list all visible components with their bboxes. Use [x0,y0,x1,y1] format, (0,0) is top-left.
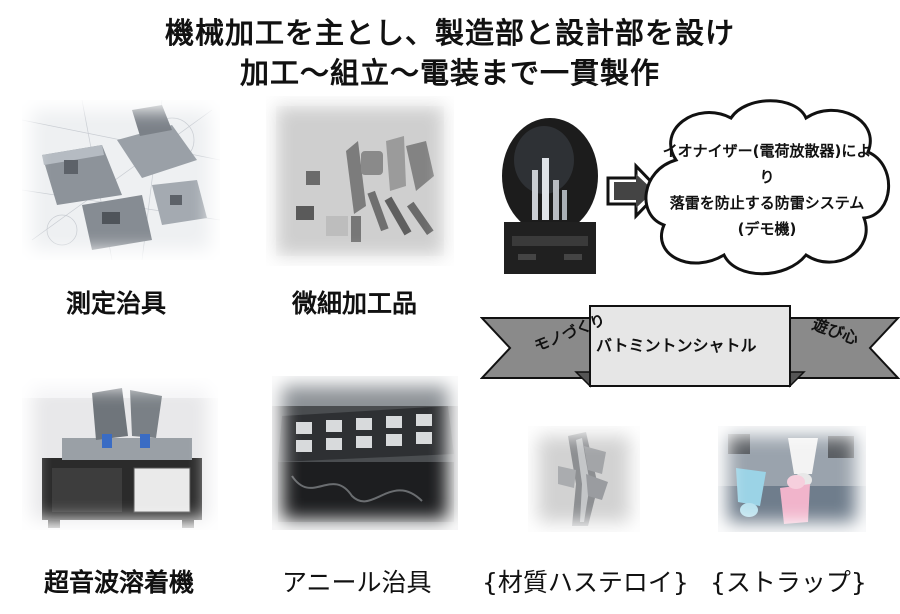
ionizer-demo-photo [498,110,602,276]
caption-ultrasonic-welder: 超音波溶着機 [44,568,195,597]
caption-annealing-jig: アニール治具 [282,568,432,597]
strap-shuttlecock-photo [718,426,866,532]
cloud-shape [644,99,891,276]
fine-machined-parts-photo [266,96,454,266]
caption-strap: {ストラップ} [710,568,867,597]
ionizer-line-2: 落雷を防止する防雷システム [669,194,865,212]
annealing-jig-photo [272,376,458,530]
shuttlecock-banner [480,305,900,388]
headline-line-2: 加工～組立～電装まで一貫製作 [239,56,660,90]
banner-center-text: バトミントンシャトル [596,336,757,355]
measuring-jig-photo [22,100,220,260]
ionizer-line-3: (デモ機) [737,220,797,238]
headline-line-1: 機械加工を主とし、製造部と設計部を設け [164,16,735,50]
ionizer-line-1: イオナイザー(電荷放散器)により [662,142,872,186]
hastelloy-part-photo [528,426,640,532]
caption-measuring-jig: 測定治具 [66,289,167,318]
caption-hastelloy: {材質ハステロイ} [482,568,689,597]
ionizer-description: イオナイザー(電荷放散器)により 落雷を防止する防雷システム (デモ機) [662,138,872,242]
caption-fine-machined-parts: 微細加工品 [292,289,418,318]
ultrasonic-welder-photo [22,378,218,530]
